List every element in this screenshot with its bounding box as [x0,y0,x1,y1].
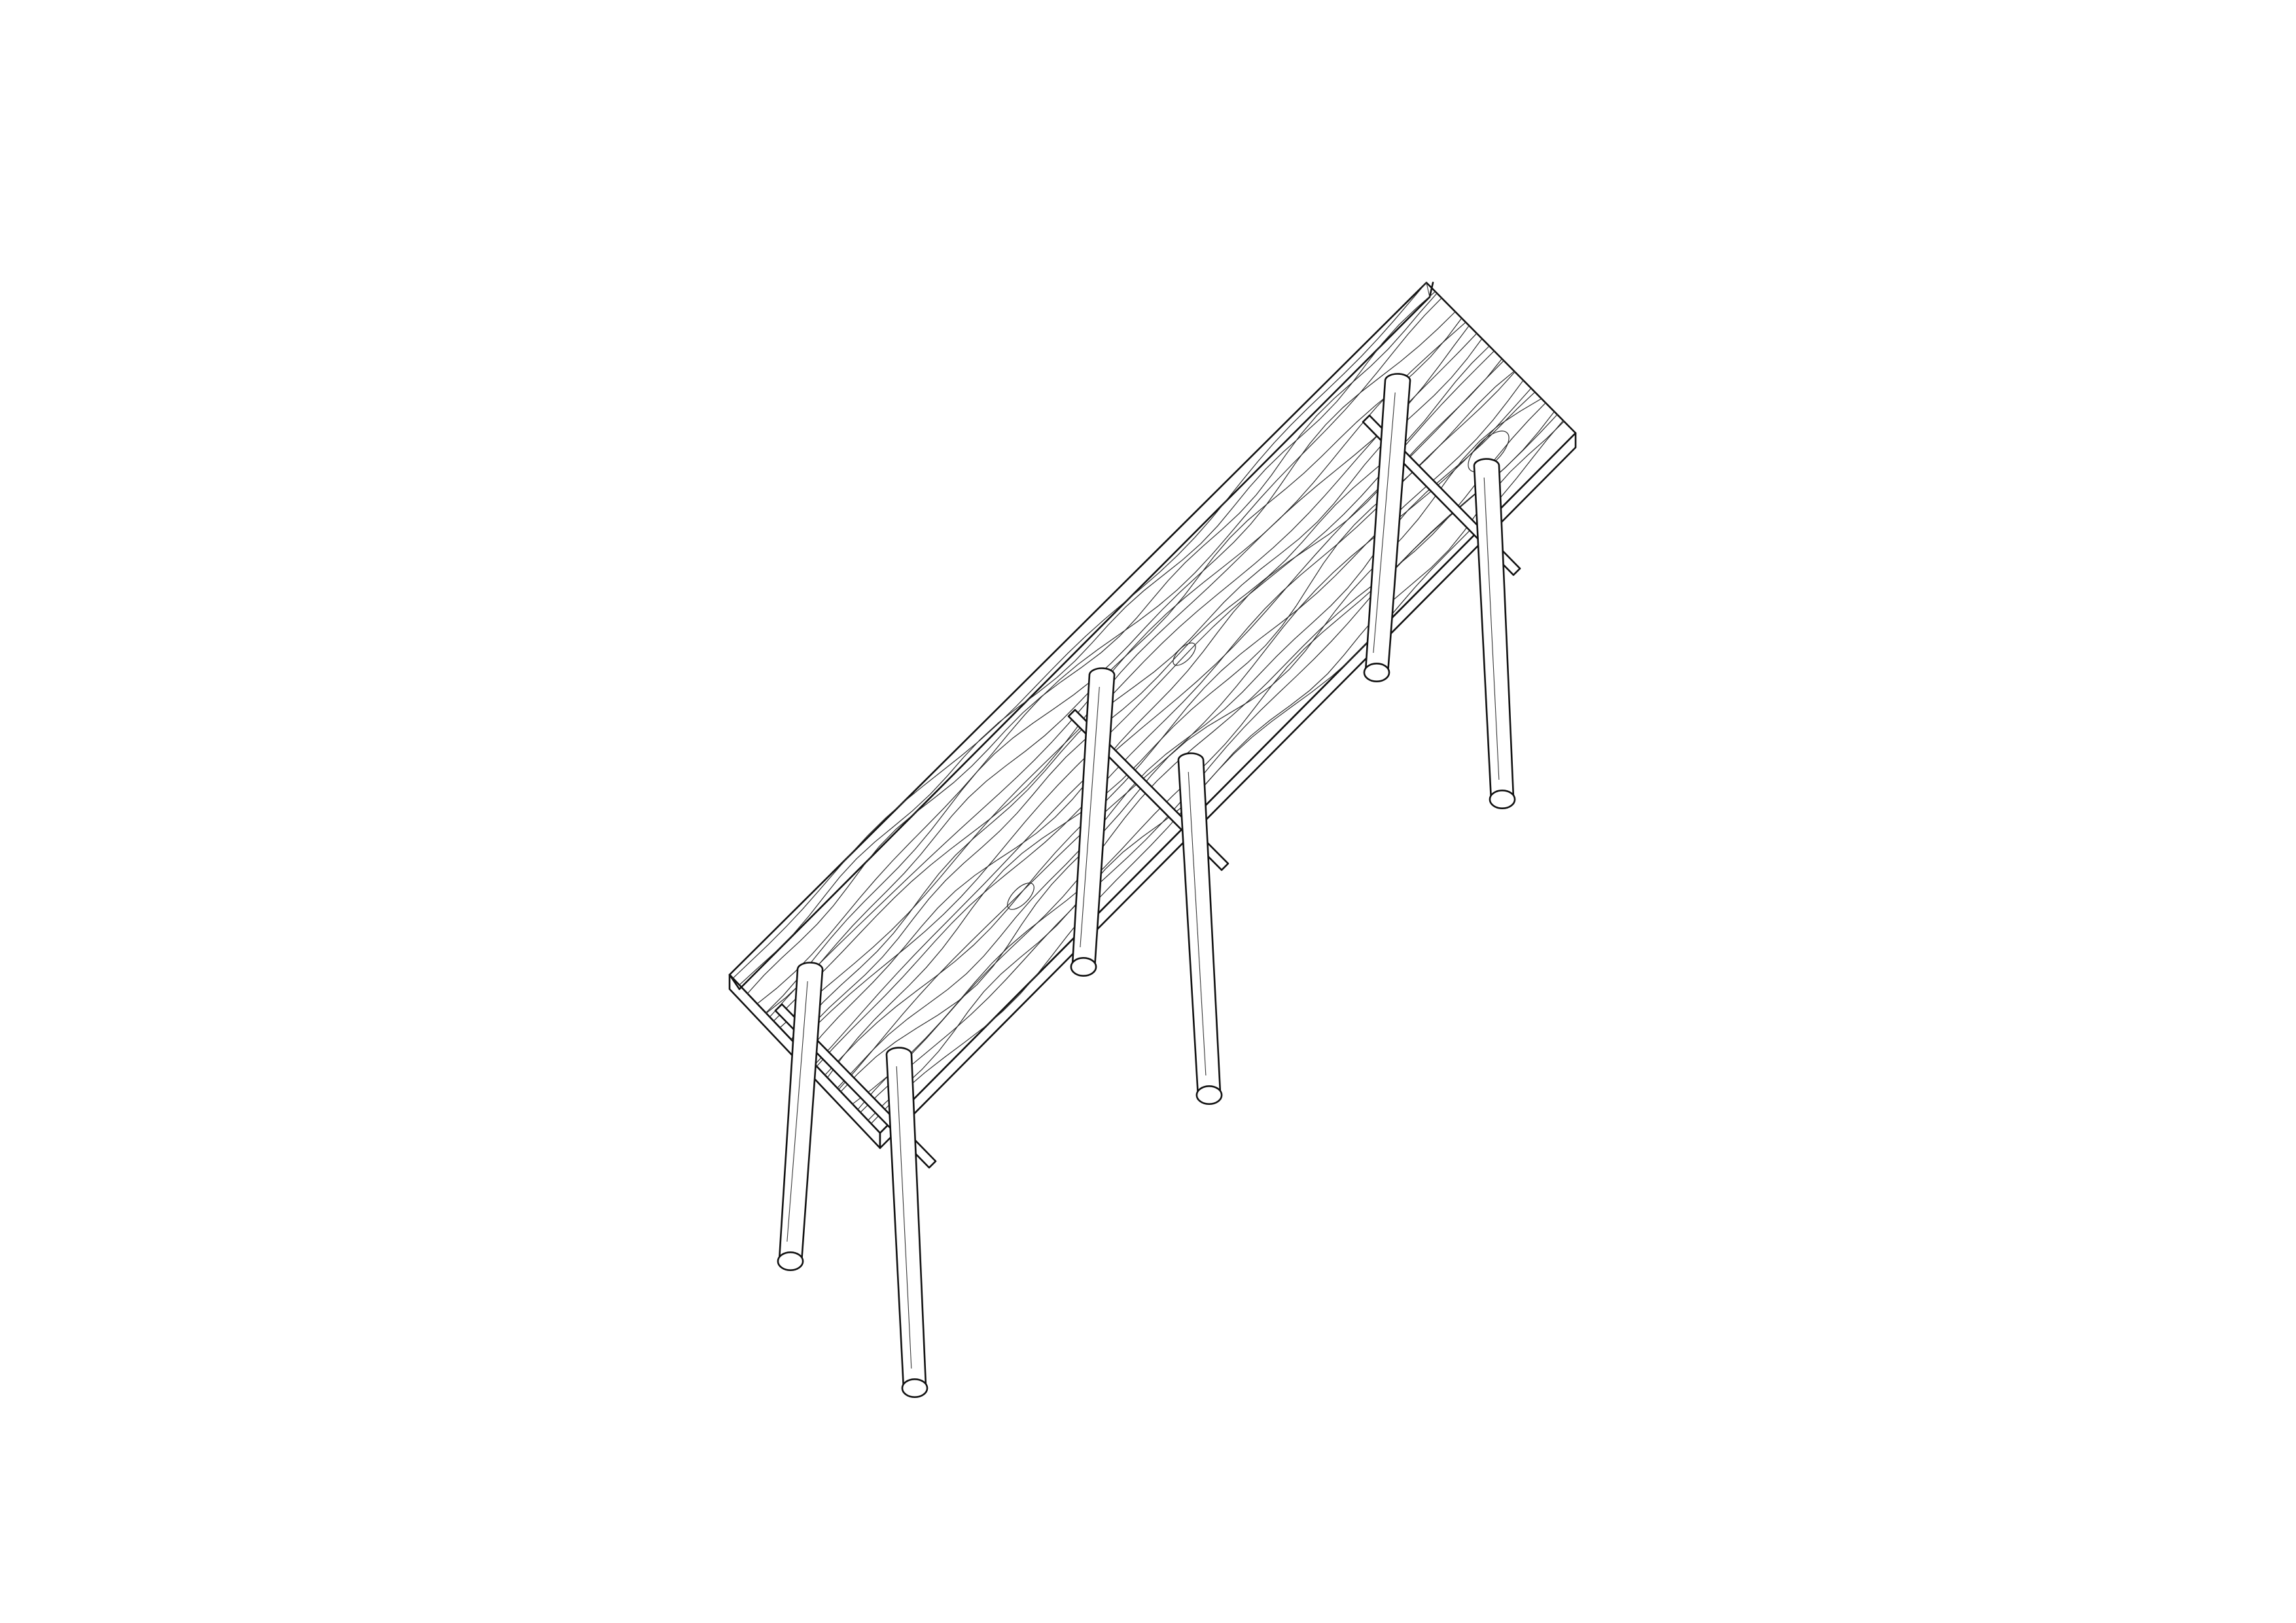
grain-line [732,282,1427,979]
leg-left-front [885,1047,928,1398]
grain-knot [1173,642,1196,666]
grain-line [837,391,1536,1089]
leg-end-cap [901,1378,928,1398]
bench-top-end-edge [879,432,1577,1149]
grain-line [765,311,1456,1013]
grain-line [838,387,1532,1090]
grain-knot [1468,430,1510,472]
leg-middle-front [1177,752,1223,1105]
leg-middle-back [1070,667,1116,977]
grain-line [773,325,1470,1022]
grain-line [739,291,1436,986]
grain-line [766,317,1462,1014]
grain-line [824,379,1524,1075]
leg-body [778,962,824,1263]
leg-grain [1483,477,1500,780]
leg-body [885,1047,927,1390]
grain-line [756,297,1443,1004]
grain-line [860,414,1558,1113]
legs [774,373,1521,1398]
leg-grain [786,981,808,1242]
grain-line [857,411,1555,1110]
leg-body [1473,458,1515,801]
leg-left-back [777,962,824,1271]
leg-end-cap [1489,790,1516,809]
leg-grain [1188,771,1207,1076]
leg-end-cap [1195,1085,1223,1105]
grain-line [747,292,1438,994]
leg-grain [1080,686,1100,948]
leg-right-front [1473,458,1516,809]
grain-knot [1007,882,1034,910]
grain-line [840,398,1542,1092]
grain-line [795,345,1490,1045]
leg-body [1177,752,1222,1097]
grain-line [870,420,1564,1125]
leg-body [1364,373,1411,674]
leg-grain [1373,392,1396,654]
leg-end-cap [1363,663,1390,682]
leg-end-cap [1070,957,1097,977]
grain-line [790,338,1483,1040]
leg-right-back [1363,373,1411,682]
leg-grain [896,1066,912,1369]
leg-end-cap [777,1251,804,1271]
grain-line [769,322,1466,1018]
grain-line [779,333,1477,1028]
leg-body [1071,667,1116,969]
grain-line [852,402,1546,1105]
